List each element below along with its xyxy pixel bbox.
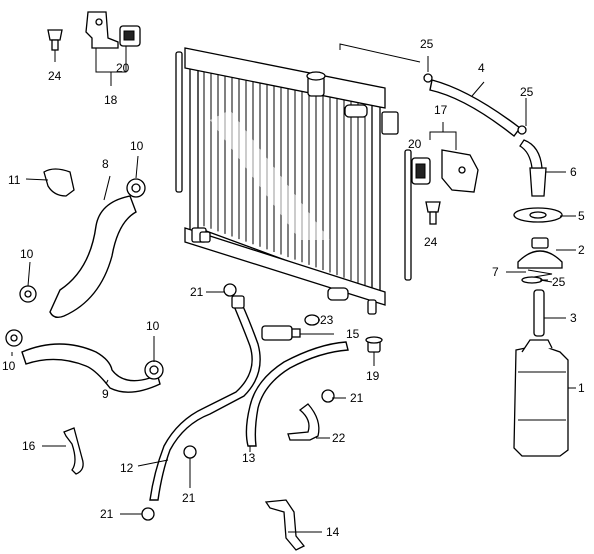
label-21-top: 21: [190, 285, 204, 299]
label-10-upper: 10: [130, 139, 144, 153]
label-9: 9: [102, 387, 109, 401]
label-2: 2: [578, 243, 585, 257]
label-8: 8: [102, 157, 109, 171]
label-3: 3: [570, 311, 577, 325]
label-21-right: 21: [350, 391, 364, 405]
label-11: 11: [8, 173, 21, 187]
label-17: 17: [434, 103, 448, 117]
label-10-left: 10: [20, 247, 34, 261]
label-15: 15: [346, 327, 360, 341]
mount-bracket-18: [47, 11, 141, 86]
bypass-hose-12: [149, 295, 261, 501]
bypass-hose-13: [245, 341, 349, 447]
label-24-right: 24: [424, 235, 438, 249]
label-6: 6: [570, 165, 577, 179]
radiator: [175, 47, 412, 315]
reservoir-tank: [339, 43, 569, 457]
callout-labels: 1 2 3 4 5 6 7 8 9 10 10 10 10 11 12 13 1…: [2, 37, 585, 539]
label-20-left: 20: [116, 61, 130, 75]
label-23: 23: [320, 313, 334, 327]
label-12: 12: [120, 461, 134, 475]
label-13: 13: [242, 451, 256, 465]
label-16: 16: [22, 439, 36, 453]
label-18: 18: [104, 93, 118, 107]
bracket-16: [63, 427, 84, 475]
label-21-middle: 21: [182, 491, 196, 505]
label-22: 22: [332, 431, 346, 445]
mount-bracket-17: [411, 122, 479, 225]
label-24-left: 24: [48, 69, 62, 83]
label-10-lower: 10: [146, 319, 160, 333]
label-4: 4: [478, 61, 485, 75]
label-25-top: 25: [420, 37, 434, 51]
label-21-bottom: 21: [100, 507, 114, 521]
lower-hose: [5, 329, 164, 393]
label-7: 7: [492, 265, 499, 279]
label-14: 14: [326, 525, 340, 539]
label-25-right: 25: [520, 85, 534, 99]
label-1: 1: [578, 381, 585, 395]
label-20-right: 20: [408, 137, 422, 151]
label-5: 5: [578, 209, 585, 223]
upper-hose: [19, 168, 146, 319]
label-10-bottom: 10: [2, 359, 16, 373]
label-25-lower: 25: [552, 275, 566, 289]
leader-lines: [11, 56, 576, 533]
label-19: 19: [366, 369, 380, 383]
fittings: [141, 231, 383, 551]
